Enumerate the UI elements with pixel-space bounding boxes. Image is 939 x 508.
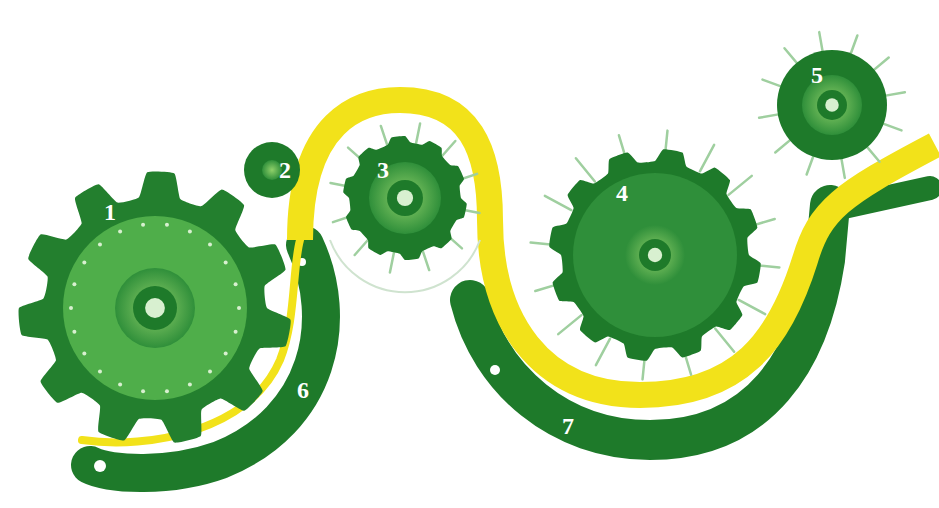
- gear-dots: [69, 223, 241, 393]
- bolt-hole: [94, 460, 106, 472]
- axle: [825, 98, 839, 112]
- rotor-hub: [625, 225, 685, 285]
- callout-number: 1: [104, 200, 116, 224]
- callout-number: 6: [297, 378, 309, 402]
- rotor-tines: [331, 124, 480, 273]
- spreader-rotor: [777, 50, 887, 160]
- rotor-tines: [531, 131, 780, 380]
- gear-face: [63, 216, 247, 400]
- hub-ring: [639, 239, 671, 271]
- axle: [145, 298, 165, 318]
- rotor-tines: [759, 32, 905, 178]
- small-roller: [244, 142, 300, 198]
- hub-ring: [387, 180, 423, 216]
- rotor-face: [573, 173, 737, 337]
- rotor-hub: [115, 268, 195, 348]
- callout-number: 7: [562, 414, 574, 438]
- callout-number: 3: [377, 158, 389, 182]
- main-rotor: [549, 149, 760, 360]
- tine-rotor: [343, 136, 466, 260]
- callout-number: 4: [616, 181, 628, 205]
- callout-number: 5: [811, 63, 823, 87]
- axle: [648, 248, 662, 262]
- axle: [397, 190, 413, 206]
- hub-ring: [133, 286, 177, 330]
- callout-number: 2: [279, 158, 291, 182]
- hub-ring: [817, 90, 847, 120]
- feed-gear: [19, 171, 291, 442]
- bolt-hole: [490, 365, 500, 375]
